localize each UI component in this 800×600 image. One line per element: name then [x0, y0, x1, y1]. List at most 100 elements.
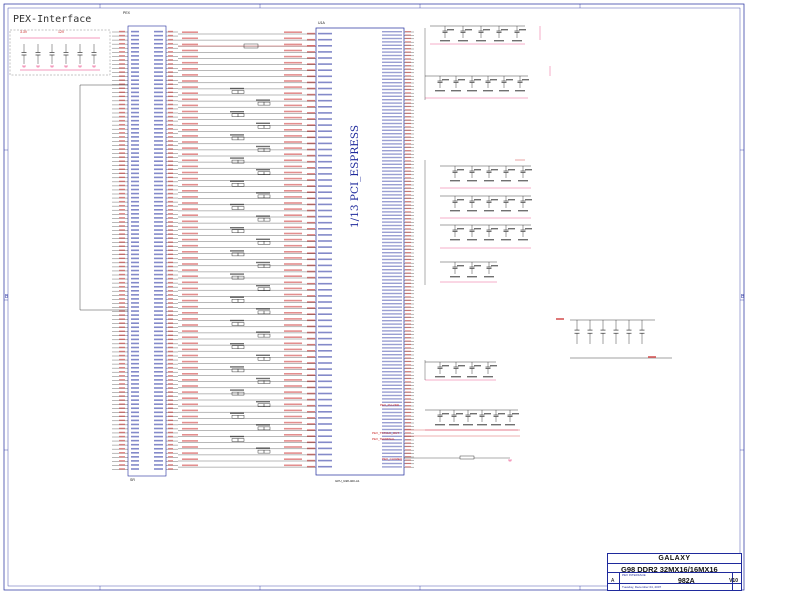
gpu-power-pin-number [405, 177, 411, 179]
cap-ref-label [465, 29, 472, 31]
pin-label [154, 338, 163, 341]
pin-label [131, 30, 139, 33]
net-label [182, 348, 198, 351]
pin-label [154, 204, 163, 207]
pin-label [131, 99, 139, 102]
pin-number [168, 156, 173, 158]
pin-number [119, 419, 125, 421]
cap-value-label [256, 285, 270, 287]
gpu-pin-number [307, 423, 315, 425]
pin-number [168, 192, 173, 195]
pin-label [131, 411, 139, 414]
pin-label [154, 83, 163, 86]
pin-number [168, 67, 173, 69]
pin-label [154, 387, 163, 389]
pin-number [168, 269, 173, 272]
pin-label [154, 298, 163, 300]
net-label [182, 141, 198, 143]
net-label [284, 177, 302, 180]
net-label [182, 116, 198, 119]
cap-value-label [256, 238, 270, 240]
pin-number [168, 111, 173, 114]
pin-label [131, 322, 139, 324]
pin-number [168, 136, 173, 138]
gpu-power-pin-number [405, 44, 411, 46]
pin-label [131, 253, 139, 256]
gpu-power-pin-number [405, 204, 411, 206]
pin-number [168, 290, 173, 292]
gpu-pin-number [307, 124, 315, 126]
pin-label [154, 229, 163, 231]
gpu-power-pin-number [405, 313, 411, 315]
gpu-pin-label [318, 252, 332, 254]
pin-label [154, 456, 163, 458]
pcie-lane-wires [178, 31, 316, 468]
gpu-power-pin-number [405, 51, 411, 53]
net-label [182, 98, 198, 101]
gpu-power-pin-number [405, 238, 411, 240]
pin-label [154, 160, 163, 162]
gpu-power-pin-number [405, 425, 411, 427]
gpu-power-pin-label [382, 150, 402, 152]
net-label [284, 110, 302, 113]
pin-label [154, 34, 163, 37]
cap-value-label [256, 145, 270, 148]
pin-number [119, 160, 125, 162]
gpu-pin-label [318, 106, 332, 108]
gpu-power-pin-number [405, 139, 411, 141]
pin-label [154, 290, 163, 292]
cap-ref-label [457, 169, 464, 171]
pin-label [131, 241, 139, 243]
pin-label [154, 314, 163, 316]
cap-ref-label [491, 228, 498, 230]
power-decoupling-box: 3.3V 12V [9, 29, 111, 76]
gpu-pin-label [318, 295, 332, 297]
gpu-pin-number [307, 252, 315, 254]
pin-number [168, 180, 173, 183]
pin-number [119, 265, 125, 268]
pin-number [168, 371, 173, 373]
gpu-power-pin-label [382, 235, 402, 237]
pin-label [131, 326, 139, 329]
gpu-power-pin-label [382, 428, 402, 431]
pin-number [168, 128, 173, 130]
gpu-pin-label [318, 417, 332, 419]
cap-value-label [499, 90, 509, 92]
pin-number [119, 164, 125, 166]
pin-number [119, 42, 125, 45]
gpu-pin-label [318, 331, 332, 334]
pin-number [119, 184, 125, 187]
cap-value-label [256, 122, 270, 124]
pin-number [168, 399, 173, 401]
gpu-power-pin-label [382, 153, 402, 155]
gpu-power-pin-label [382, 204, 402, 206]
gpu-pin-label [318, 289, 332, 291]
pin-number [119, 245, 125, 247]
pin-number [119, 180, 125, 183]
pin-label [154, 354, 163, 357]
pin-number [168, 221, 173, 223]
pin-number [168, 115, 173, 118]
pin-number [168, 277, 173, 280]
pin-number [168, 160, 173, 162]
gpu-power-pin-number [405, 99, 411, 101]
net-label [182, 415, 198, 418]
net-label [182, 305, 198, 308]
net-label [284, 244, 302, 247]
pin-number [119, 391, 125, 393]
gpu-pin-label [318, 380, 332, 383]
pin-number [119, 350, 125, 353]
gpu-power-pin-number [405, 340, 411, 342]
net-label [182, 373, 198, 375]
pin-number [119, 172, 125, 174]
gpu-pin-number [307, 112, 315, 114]
gpu-pin-label [318, 173, 332, 175]
pin-number [119, 71, 125, 73]
cap-ref-label [474, 265, 481, 267]
pin-number [168, 354, 173, 357]
cap-ref-label [474, 199, 481, 201]
gpu-pin-label [318, 93, 332, 96]
pin-number [168, 225, 173, 227]
pin-number [168, 431, 173, 434]
pin-number [168, 314, 173, 316]
